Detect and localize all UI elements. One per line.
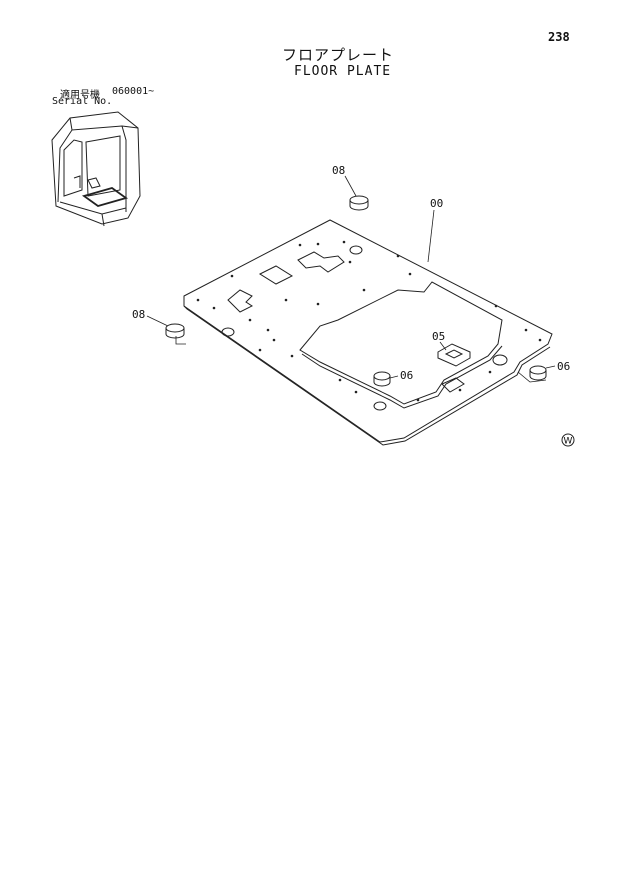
callout-05: 05 (432, 330, 445, 343)
page-title-japanese: フロアプレート (282, 46, 395, 64)
plug-left (165, 323, 185, 339)
callout-08-top: 08 (332, 164, 345, 177)
plug-center (373, 371, 391, 387)
page-title: FLOOR PLATE (294, 64, 392, 79)
callout-08-left: 08 (132, 308, 145, 321)
plug-top (349, 195, 369, 211)
serial-label: Serial No. (52, 96, 113, 107)
page-number: 238 (548, 30, 570, 44)
mark-letter: W (564, 437, 573, 447)
callout-00: 00 (430, 197, 443, 210)
cab-thumbnail (51, 111, 141, 227)
leader-lines (146, 175, 556, 383)
serial-range: 060001~ (112, 86, 155, 97)
plug-right (529, 365, 547, 381)
callout-06-center: 06 (400, 369, 413, 382)
serial-label-japanese: 適用号機 (60, 90, 100, 101)
circled-w-mark: W (561, 433, 575, 447)
grommet (437, 343, 471, 367)
callout-06-right: 06 (557, 360, 570, 373)
floor-plate (183, 219, 553, 446)
